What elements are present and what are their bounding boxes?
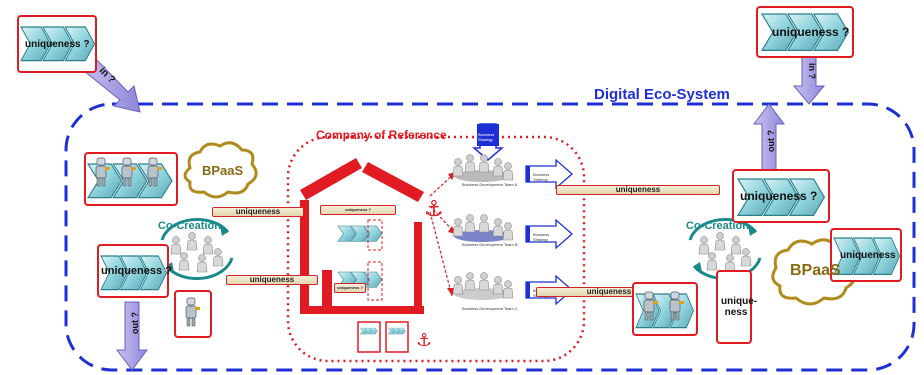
uniqueness-label: unique-ness — [721, 296, 758, 318]
robot-chevrons-icon — [87, 157, 173, 199]
strategy-arrow-2 — [525, 218, 573, 250]
house-chevrons-upper — [337, 225, 383, 242]
robots-box-right — [632, 282, 698, 336]
robot-chevrons-icon — [635, 291, 695, 329]
uniqueness-bar-left-bottom: uniqueness — [226, 275, 318, 285]
robot-icon — [185, 297, 201, 327]
house-dashed-slot-1 — [367, 219, 383, 251]
co-creation-label-left: Co-Creation — [158, 220, 221, 232]
in-label-right: in ? — [807, 63, 817, 79]
uniqueness-box-right-small: unique-ness — [716, 270, 758, 344]
bd-team-label-2: Business Development Team B — [462, 242, 518, 247]
company-title: Company of Reference — [316, 128, 447, 142]
out-label-right: out ? — [766, 130, 776, 152]
strategy-label-top: Business Strategy — [478, 132, 495, 142]
uniqueness-box-left: uniqueness ? — [97, 244, 172, 298]
house-uniqueness-bar-mid: uniqueness ? — [334, 283, 366, 293]
house-uniqueness-bar-top: uniqueness ? — [320, 205, 396, 215]
anchor-icon-2: ⚓ — [416, 330, 432, 351]
strategy-arrow-1 — [525, 158, 573, 190]
strategy-label-2: Business Strategy — [533, 232, 550, 242]
bpaas-label-right: BPaaS — [790, 262, 841, 279]
uniqueness-box-top-right: uniqueness ? — [756, 6, 854, 58]
bd-team-label-1: Business Development Team A — [462, 182, 518, 187]
uniqueness-label: uniqueness — [840, 250, 896, 261]
uniqueness-box-right: uniqueness ? — [732, 169, 830, 223]
out-arrow-left — [116, 301, 148, 371]
uniqueness-label: uniqueness ? — [740, 189, 818, 203]
strategy-label-1: Business Strategy — [533, 172, 550, 182]
co-creation-cycle-left — [160, 217, 234, 281]
uniqueness-bar-right-top: uniqueness — [556, 185, 720, 195]
uniqueness-bar-left-top: uniqueness — [212, 207, 304, 217]
uniqueness-label: uniqueness ? — [25, 39, 90, 50]
company-boundary — [286, 135, 586, 363]
uniqueness-label: uniqueness ? — [101, 265, 172, 277]
in-arrow-right — [792, 55, 826, 105]
team-group-3 — [452, 272, 514, 300]
strategy-arrow-top — [471, 123, 505, 161]
bpaas-cloud-left — [183, 141, 258, 199]
house-dashed-slot-2 — [367, 261, 383, 301]
uniqueness-box-far-right: uniqueness — [830, 228, 902, 282]
bpaas-label-left: BPaaS — [202, 163, 244, 178]
robot-box-left-small — [174, 290, 212, 338]
robots-box-left — [84, 152, 178, 206]
team-group-2 — [452, 214, 514, 242]
uniqueness-label: uniqueness ? — [772, 25, 850, 39]
co-creation-label-right: Co-Creation — [686, 220, 749, 232]
ecosystem-title: Digital Eco-System — [594, 86, 730, 103]
bd-team-label-3: Business Development Team C — [462, 306, 518, 311]
uniqueness-box-top-left: uniqueness ? — [17, 15, 97, 73]
house-icon — [300, 158, 424, 314]
ecosystem-boundary — [64, 102, 916, 372]
team-group-1 — [452, 154, 514, 182]
out-arrow-right — [753, 103, 785, 171]
out-label-left: out ? — [130, 312, 140, 334]
